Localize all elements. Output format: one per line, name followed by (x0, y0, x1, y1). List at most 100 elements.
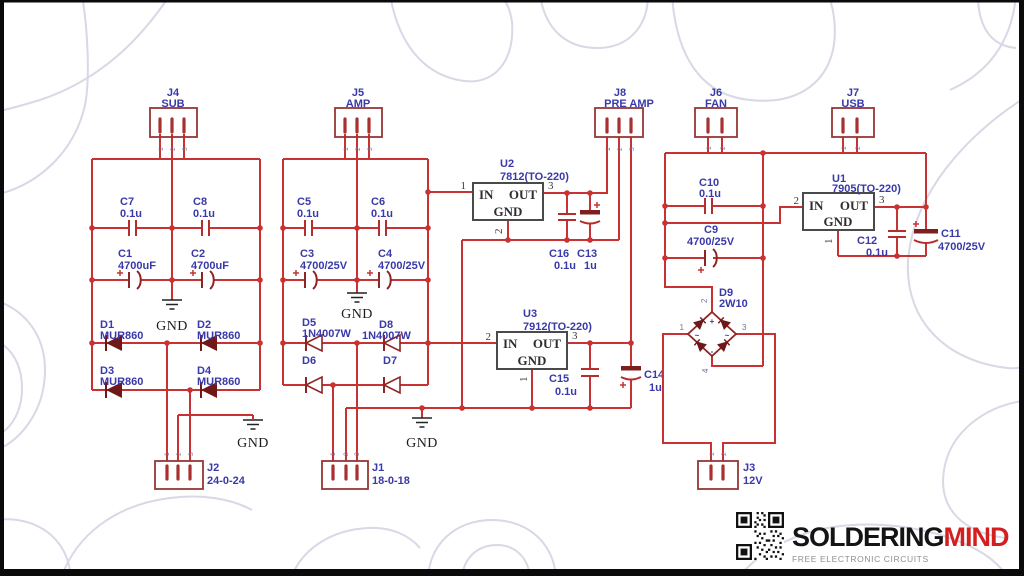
gnd-label: GND (406, 436, 438, 451)
connector-name: 24-0-24 (207, 475, 246, 487)
svg-text:1N4007W: 1N4007W (302, 328, 352, 340)
svg-text:C10: C10 (699, 177, 719, 189)
svg-text:C2: C2 (191, 248, 205, 260)
svg-text:1: 1 (706, 146, 713, 150)
connector-pins (343, 117, 371, 134)
svg-text:OUT: OUT (509, 187, 538, 202)
svg-text:MUR860: MUR860 (100, 376, 143, 388)
svg-text:0.1u: 0.1u (699, 188, 721, 200)
regulator-u2-section: U2 7812(TO-220) IN OUT GND 1 3 2 C16 0.1… (428, 137, 620, 408)
diode-d1: D1 MUR860 (100, 319, 143, 351)
wire (531, 342, 632, 408)
svg-text:0.1u: 0.1u (371, 208, 393, 220)
capacitor-c15: C15 0.1u (549, 368, 599, 398)
connector-name: FAN (705, 98, 727, 110)
brand-name-second: MIND (943, 522, 1010, 552)
connector-j5: J5 AMP 1 2 3 (334, 87, 383, 151)
connector-name: PRE AMP (604, 98, 654, 110)
svg-text:1: 1 (343, 147, 350, 151)
svg-text:4: 4 (701, 368, 710, 373)
svg-text:1N4007W: 1N4007W (362, 330, 412, 342)
svg-text:4700/25V: 4700/25V (378, 260, 426, 272)
capacitor-c1: C1 4700uF (117, 248, 156, 290)
capacitor-c6: C6 0.1u (371, 196, 393, 236)
connector-pins (165, 464, 192, 481)
svg-text:C13: C13 (577, 248, 597, 260)
svg-text:1: 1 (709, 452, 716, 456)
amp-rectifier-section: J5 AMP 1 2 3 C5 0.1u C6 0.1u C3 4700/25V… (282, 87, 631, 490)
gnd-label: GND (237, 436, 269, 451)
svg-text:D4: D4 (197, 365, 212, 377)
connector-j3: 1 2 J3 12V (697, 452, 763, 490)
bridge-rectifier-d9: D9 2W10 + ~ ~ - 1 3 2 4 (680, 287, 748, 373)
diode-d5: D5 1N4007W (302, 317, 352, 353)
svg-text:D2: D2 (197, 319, 211, 331)
svg-text:3: 3 (879, 194, 885, 206)
svg-text:D5: D5 (302, 317, 316, 329)
svg-text:1: 1 (605, 147, 612, 151)
svg-text:2: 2 (617, 147, 624, 151)
capacitor-c14: C14 1u (620, 366, 665, 394)
brand-name: SOLDERINGMIND (792, 522, 1010, 552)
brand-name-first: SOLDERING (792, 522, 945, 552)
svg-text:D7: D7 (383, 355, 397, 367)
connector-pins (158, 117, 186, 134)
svg-text:C4: C4 (378, 248, 393, 260)
connector-ref: J6 (710, 87, 722, 99)
svg-text:C14: C14 (644, 369, 665, 381)
gnd-symbol (162, 299, 182, 310)
bridge-minus-mark: - (711, 347, 714, 356)
svg-text:IN: IN (503, 336, 518, 351)
bridge-ac-mark: ~ (725, 331, 730, 340)
capacitor-c11: C11 4700/25V (913, 221, 986, 253)
svg-text:2: 2 (700, 298, 709, 303)
svg-text:4700/25V: 4700/25V (938, 241, 986, 253)
connector-pins (331, 464, 359, 481)
connector-name: USB (841, 98, 864, 110)
junction-dots (89, 150, 929, 411)
svg-text:2: 2 (493, 229, 505, 235)
regulator-u3: U3 7912(TO-220) IN OUT GND 2 3 1 (486, 308, 593, 382)
svg-text:0.1u: 0.1u (554, 260, 576, 272)
wire (282, 134, 631, 461)
svg-text:C8: C8 (193, 196, 207, 208)
svg-text:1: 1 (680, 323, 685, 332)
gnd-label: GND (341, 307, 373, 322)
svg-text:D9: D9 (719, 287, 733, 299)
svg-text:2: 2 (720, 146, 727, 150)
svg-text:1: 1 (330, 452, 337, 456)
svg-text:GND: GND (494, 204, 523, 219)
connector-ref: J1 (372, 462, 384, 474)
capacitor-c16: C16 0.1u (549, 213, 576, 272)
svg-text:C11: C11 (941, 228, 961, 240)
capacitor-c13: C13 1u (577, 202, 601, 272)
svg-text:4700/25V: 4700/25V (687, 236, 735, 248)
svg-text:D1: D1 (100, 319, 114, 331)
connector-j4: J4 SUB 1 2 3 (149, 87, 198, 151)
svg-text:4700/25V: 4700/25V (300, 260, 348, 272)
capacitor-c4: C4 4700/25V (367, 248, 426, 290)
svg-text:2: 2 (176, 452, 183, 456)
svg-text:2W10: 2W10 (719, 298, 748, 310)
svg-text:C9: C9 (704, 224, 718, 236)
connector-ref: J5 (352, 87, 364, 99)
diode-d7: D7 (382, 355, 401, 395)
svg-text:OUT: OUT (533, 336, 562, 351)
capacitor-c8: C8 0.1u (193, 196, 215, 236)
gnd-label: GND (156, 319, 188, 334)
svg-text:0.1u: 0.1u (866, 247, 888, 259)
capacitor-c5: C5 0.1u (297, 196, 319, 236)
connector-ref: J2 (207, 462, 219, 474)
svg-text:2: 2 (355, 147, 362, 151)
svg-text:0.1u: 0.1u (297, 208, 319, 220)
svg-text:IN: IN (809, 198, 824, 213)
connector-pins (709, 464, 725, 481)
diode-d3: D3 MUR860 (100, 365, 143, 398)
brand-tagline: FREE ELECTRONIC CIRCUITS (792, 554, 929, 564)
svg-text:MUR860: MUR860 (100, 330, 143, 342)
connector-j6: J6 FAN 1 2 (694, 87, 738, 150)
qr-code (736, 512, 784, 560)
wire (91, 134, 261, 461)
capacitor-c9: C9 4700/25V (687, 224, 735, 273)
